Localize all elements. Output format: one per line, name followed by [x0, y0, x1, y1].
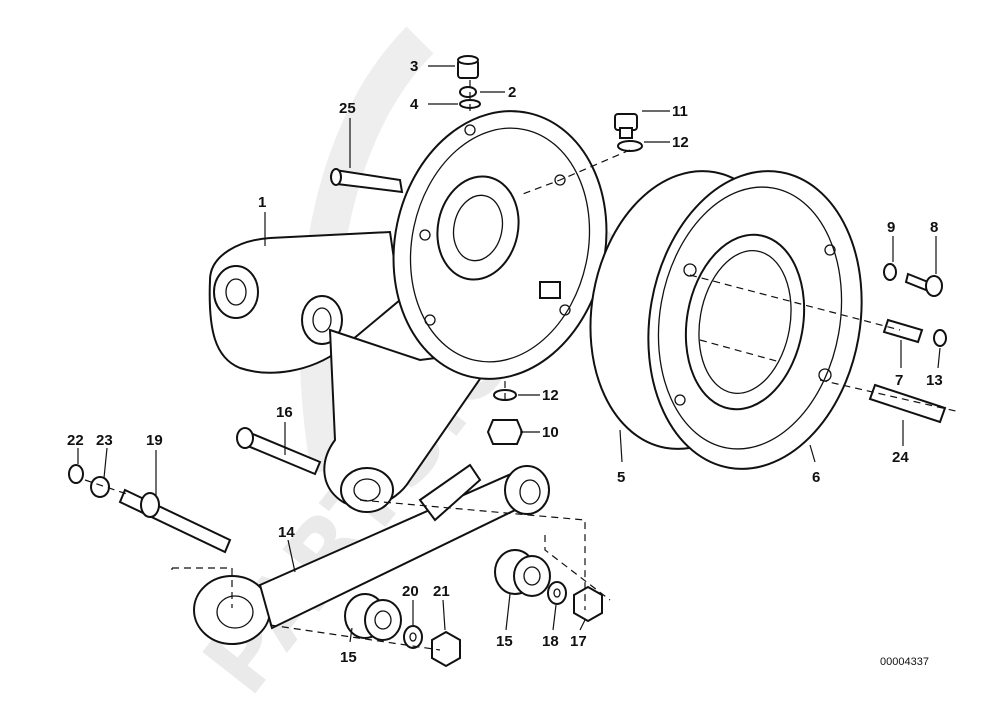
- part-9-washer: [883, 263, 897, 281]
- label-part-3: 3: [410, 58, 418, 75]
- part-18-washer: [547, 581, 567, 605]
- label-part-7: 7: [895, 372, 903, 389]
- label-part-4: 4: [410, 96, 419, 113]
- label-part-24: 24: [892, 449, 909, 466]
- part-23-washer: [90, 476, 110, 498]
- label-part-18: 18: [542, 633, 559, 650]
- label-part-21: 21: [433, 583, 450, 600]
- label-part-2: 2: [508, 84, 516, 101]
- part-3-cap: [457, 55, 479, 79]
- part-25-stud: [330, 168, 404, 194]
- part-20-washer: [403, 625, 423, 649]
- part-8-bolt: [904, 272, 943, 297]
- diagram-reference-code: 00004337: [880, 656, 929, 668]
- label-part-22: 22: [67, 432, 84, 449]
- part-11-plug: [614, 113, 638, 139]
- label-part-12-top: 12: [672, 134, 689, 151]
- leader-lines: [77, 65, 941, 643]
- part-22-nut: [68, 464, 84, 484]
- label-part-8: 8: [930, 219, 938, 236]
- label-part-25: 25: [339, 100, 356, 117]
- label-part-23: 23: [96, 432, 113, 449]
- part-15-bushing-right: [494, 549, 551, 597]
- label-part-9: 9: [887, 219, 895, 236]
- label-part-15-right: 15: [496, 633, 513, 650]
- assembly-axes: [84, 80, 961, 651]
- label-part-5: 5: [617, 469, 625, 486]
- part-24-pin: [868, 383, 947, 424]
- part-17-nut: [573, 585, 603, 623]
- part-15-bushing-left: [344, 593, 402, 641]
- part-labels: 1 2 3 4 5 6 7 8 9 10 11 12 12 13 14 15 1…: [67, 58, 943, 666]
- part-6-cover: [647, 170, 863, 470]
- label-part-12-bottom: 12: [542, 387, 559, 404]
- label-part-6: 6: [812, 469, 820, 486]
- part-7-pin: [882, 318, 924, 344]
- label-part-19: 19: [146, 432, 163, 449]
- label-part-14: 14: [278, 524, 295, 541]
- housing-flange: [392, 110, 608, 380]
- label-part-17: 17: [570, 633, 587, 650]
- part-1-housing: [208, 230, 503, 513]
- part-2-seal: [459, 86, 477, 98]
- label-part-13: 13: [926, 372, 943, 389]
- part-16-bolt: [236, 427, 322, 476]
- part-19-bolt: [118, 488, 232, 554]
- part-21-nut: [431, 630, 461, 668]
- label-part-10: 10: [542, 424, 559, 441]
- part-10-nut: [486, 419, 524, 445]
- label-part-1: 1: [258, 194, 266, 211]
- label-part-16: 16: [276, 404, 293, 421]
- part-13-ring: [933, 329, 947, 347]
- label-part-20: 20: [402, 583, 419, 600]
- part-12-washer-top: [617, 140, 643, 152]
- label-part-11: 11: [672, 103, 688, 120]
- label-part-15-left: 15: [340, 649, 357, 666]
